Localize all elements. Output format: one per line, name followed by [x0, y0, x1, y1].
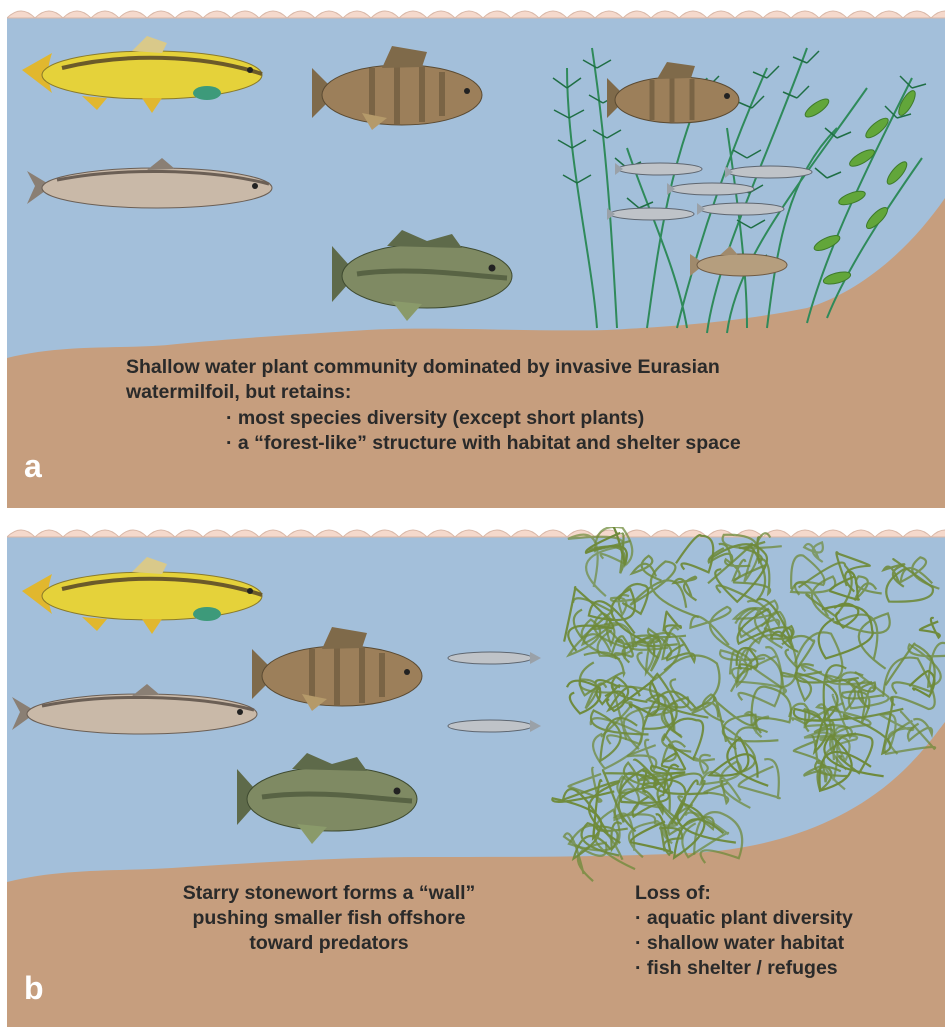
list-item: · shallow water habitat [635, 931, 853, 956]
panel-b: Starry stonewort forms a “wall” pushing … [7, 527, 945, 1027]
caption-line-1: Shallow water plant community dominated … [126, 355, 720, 380]
loss-of-list: Loss of: · aquatic plant diversity · sha… [635, 881, 853, 981]
retained-features-list: · most species diversity (except short p… [226, 406, 741, 456]
list-item: · aquatic plant diversity [635, 906, 853, 931]
list-item: · a “forest-like” structure with habitat… [226, 431, 741, 456]
caption-block: Shallow water plant community dominated … [126, 355, 720, 405]
water-surface-waves [7, 8, 945, 18]
list-heading: Loss of: [635, 881, 853, 906]
stonewort-wall-caption: Starry stonewort forms a “wall” pushing … [159, 881, 499, 956]
panel-a: Shallow water plant community dominated … [7, 8, 945, 508]
water-surface-waves [7, 527, 945, 537]
panel-letter-a: a [24, 448, 42, 485]
caption-line-2: watermilfoil, but retains: [126, 380, 720, 405]
list-item: · most species diversity (except short p… [226, 406, 741, 431]
list-item: toward predators [159, 931, 499, 956]
list-item: · fish shelter / refuges [635, 956, 853, 981]
list-item: Starry stonewort forms a “wall” [159, 881, 499, 906]
list-item: pushing smaller fish offshore [159, 906, 499, 931]
panel-letter-b: b [24, 970, 44, 1007]
